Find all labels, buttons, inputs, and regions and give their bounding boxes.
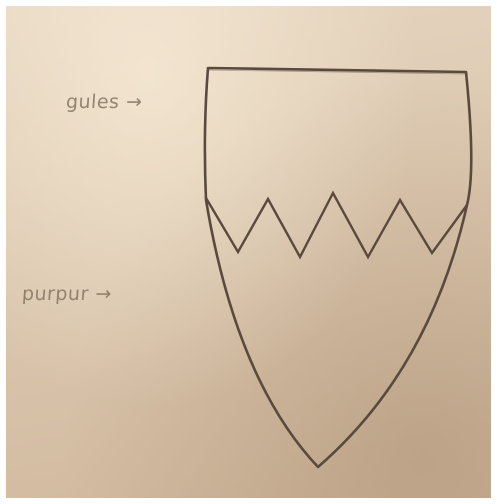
annotation-purpure: purpur → xyxy=(21,283,112,305)
annotation-gules: gules → xyxy=(65,91,143,113)
dancetty-partition-line xyxy=(206,193,467,257)
shield-outline xyxy=(205,68,471,467)
